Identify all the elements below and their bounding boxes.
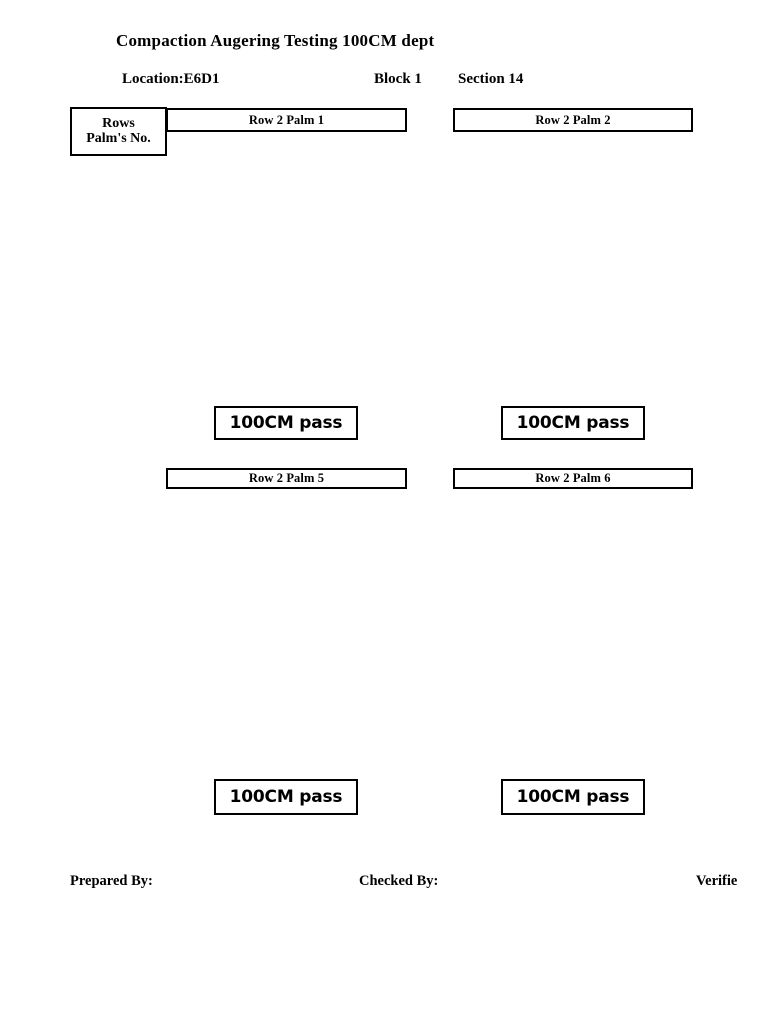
palm-label: Row 2 Palm 2 [535, 112, 611, 127]
prepared-by-label: Prepared By: [70, 873, 153, 889]
section-label: Section 14 [458, 71, 524, 87]
palm-label: Row 2 Palm 5 [248, 471, 325, 485]
palm-box-row-2-palm-5: Row 2 Palm 5 [166, 468, 407, 489]
palm-label: Row 2 Palm 6 [535, 471, 611, 485]
palm-label: Row 2 Palm 1 [248, 112, 325, 127]
document-meta-row: Location:E6D1 Block 1 Section 14 [0, 71, 768, 93]
palm-box-row-2-palm-2: Row 2 Palm 2 [453, 108, 693, 132]
rows-header-line-2: Palm's No. [86, 131, 151, 146]
pass-box-3: 100CM pass [214, 779, 358, 815]
verified-by-label: Verifie [696, 873, 738, 889]
pass-box-2: 100CM pass [501, 406, 645, 440]
page-title: Compaction Augering Testing 100CM dept [116, 31, 435, 50]
rows-palms-no-header-cell: Rows Palm's No. [70, 107, 167, 156]
location-label: Location:E6D1 [122, 71, 220, 87]
checked-by-label: Checked By: [359, 873, 439, 889]
pass-box-1: 100CM pass [214, 406, 358, 440]
palm-box-row-2-palm-6: Row 2 Palm 6 [453, 468, 693, 489]
palm-box-row-2-palm-1: Row 2 Palm 1 [166, 108, 407, 132]
pass-box-4: 100CM pass [501, 779, 645, 815]
rows-header-line-1: Rows [102, 116, 135, 132]
signature-footer: Prepared By: Checked By: Verifie [0, 873, 768, 897]
block-label: Block 1 [374, 71, 422, 87]
